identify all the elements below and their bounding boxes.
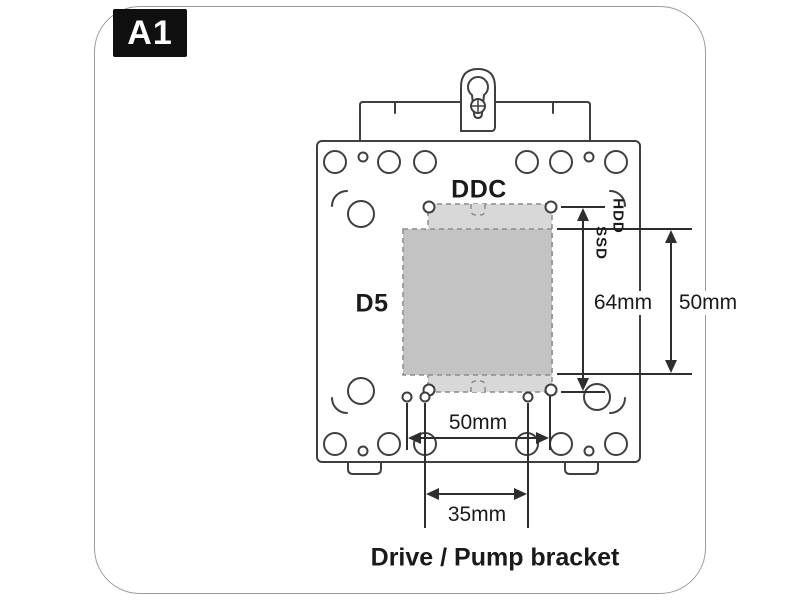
mounting-hole <box>413 150 437 174</box>
small-hole <box>357 445 369 457</box>
dimension-35mm <box>424 403 529 528</box>
large-hole <box>583 383 611 411</box>
bracket-diagram <box>316 67 692 528</box>
label-d5: D5 <box>355 289 389 318</box>
dimension-64mm <box>561 206 605 393</box>
step-badge: A1 <box>113 9 187 57</box>
mount-notch-top <box>470 204 486 216</box>
d5-mount-area <box>402 228 553 376</box>
corner-mark-tl <box>331 190 348 207</box>
mount-hole <box>422 200 436 214</box>
arrowhead-left <box>408 432 421 444</box>
mounting-hole <box>515 150 539 174</box>
step-badge-label: A1 <box>127 13 173 52</box>
diagram-card: DDC D5 SSD HDD 64mm 50mm 50mm 35mm Drive… <box>94 6 741 594</box>
pump-mount-areas <box>402 203 553 393</box>
label-ddc: DDC <box>451 175 507 204</box>
keyhole-hanger <box>460 67 496 132</box>
arrowhead-up <box>577 208 589 221</box>
dim-label-35mm: 35mm <box>444 503 510 527</box>
small-hole <box>583 445 595 457</box>
label-ssd: SSD <box>592 226 610 260</box>
arrowhead-left <box>426 488 439 500</box>
inner-holes <box>347 200 611 411</box>
foot-left <box>347 462 382 475</box>
mount-hole <box>401 391 413 403</box>
corner-mark-bl <box>331 397 348 414</box>
mounting-hole <box>604 150 628 174</box>
dimension-50mm-vertical <box>557 228 692 375</box>
foot-right <box>564 462 599 475</box>
caption: Drive / Pump bracket <box>370 543 620 572</box>
corner-mark-br <box>609 397 626 414</box>
arrowhead-up <box>665 230 677 243</box>
mounting-hole <box>549 150 573 174</box>
small-hole <box>583 151 595 163</box>
mounting-hole <box>377 150 401 174</box>
mount-notch-bottom <box>470 380 486 392</box>
bracket-feet <box>347 462 599 475</box>
label-hdd: HDD <box>609 198 627 234</box>
small-hole <box>357 151 369 163</box>
mounting-hole <box>323 150 347 174</box>
arrowhead-right <box>536 432 549 444</box>
corner-mark-tr <box>609 190 626 207</box>
top-hole-row <box>323 150 628 174</box>
arrowhead-down <box>577 378 589 391</box>
arrowhead-right <box>514 488 527 500</box>
mounting-hole <box>549 432 573 456</box>
dim-label-50mm-right: 50mm <box>675 291 741 315</box>
mount-hole <box>544 200 558 214</box>
mount-hole <box>544 383 558 397</box>
mounting-hole <box>377 432 401 456</box>
corner-marks <box>331 190 626 414</box>
large-hole <box>347 200 375 228</box>
mounting-hole <box>323 432 347 456</box>
dimension-50mm-horizontal <box>406 396 551 450</box>
mount-hole <box>522 391 534 403</box>
mounting-hole <box>604 432 628 456</box>
arrowhead-down <box>665 360 677 373</box>
mount-holes <box>401 200 558 403</box>
large-hole <box>347 377 375 405</box>
screw-cross <box>471 99 485 113</box>
dim-label-50mm-bottom: 50mm <box>445 411 511 435</box>
mount-hole <box>419 391 431 403</box>
dim-label-64mm: 64mm <box>590 291 656 315</box>
